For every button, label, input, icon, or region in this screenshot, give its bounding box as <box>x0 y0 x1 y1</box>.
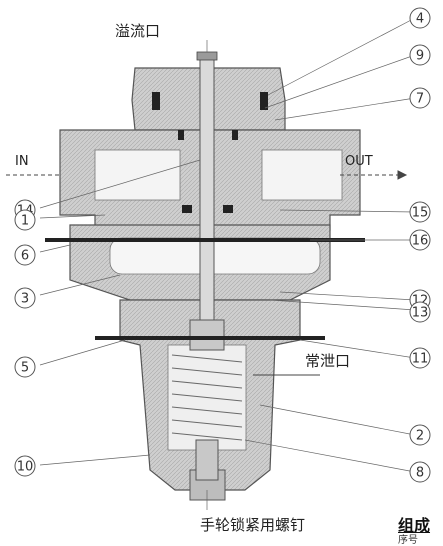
callout-number: 10 <box>17 460 34 475</box>
outlet-label: OUT <box>345 154 373 169</box>
callout-5: 5 <box>14 356 36 378</box>
callout-number: 16 <box>412 234 429 249</box>
footer-title: 组成 <box>398 516 431 535</box>
leader-lines <box>39 17 416 510</box>
callout-13: 13 <box>409 301 431 323</box>
flow-arrows <box>6 170 408 376</box>
drain-port-label: 常泄口 <box>305 352 350 370</box>
callout-number: 5 <box>21 361 29 376</box>
callout-number: 11 <box>412 352 429 367</box>
callout-number: 4 <box>416 12 424 27</box>
handwheel-screw-label: 手轮锁紧用螺钉 <box>200 516 305 534</box>
callout-4: 4 <box>409 7 431 29</box>
callout-8: 8 <box>409 461 431 483</box>
callout-15: 15 <box>409 201 431 223</box>
spring <box>171 354 243 441</box>
callout-markers: 49714151166123135112108 <box>14 7 431 483</box>
seals <box>45 92 365 340</box>
callout-number: 1 <box>21 214 29 229</box>
inlet-label: IN <box>15 154 29 169</box>
valve-stem <box>189 51 225 481</box>
callout-number: 8 <box>416 466 424 481</box>
callout-number: 6 <box>21 249 29 264</box>
callout-number: 15 <box>412 206 429 221</box>
overflow-port-label: 溢流口 <box>115 22 160 40</box>
callout-6: 6 <box>14 244 36 266</box>
callout-3: 3 <box>14 287 36 309</box>
callout-number: 13 <box>412 306 429 321</box>
callout-1: 1 <box>14 209 36 231</box>
callout-number: 2 <box>416 429 424 444</box>
callout-16: 16 <box>409 229 431 251</box>
callout-2: 2 <box>409 424 431 446</box>
valve-body <box>59 67 361 501</box>
callout-9: 9 <box>409 44 431 66</box>
footer-subtitle: 序号 <box>398 535 418 546</box>
callout-7: 7 <box>409 87 431 109</box>
callout-11: 11 <box>409 347 431 369</box>
callout-number: 7 <box>416 92 424 107</box>
callout-number: 3 <box>21 292 29 307</box>
callout-number: 9 <box>416 49 424 64</box>
callout-10: 10 <box>14 455 36 477</box>
